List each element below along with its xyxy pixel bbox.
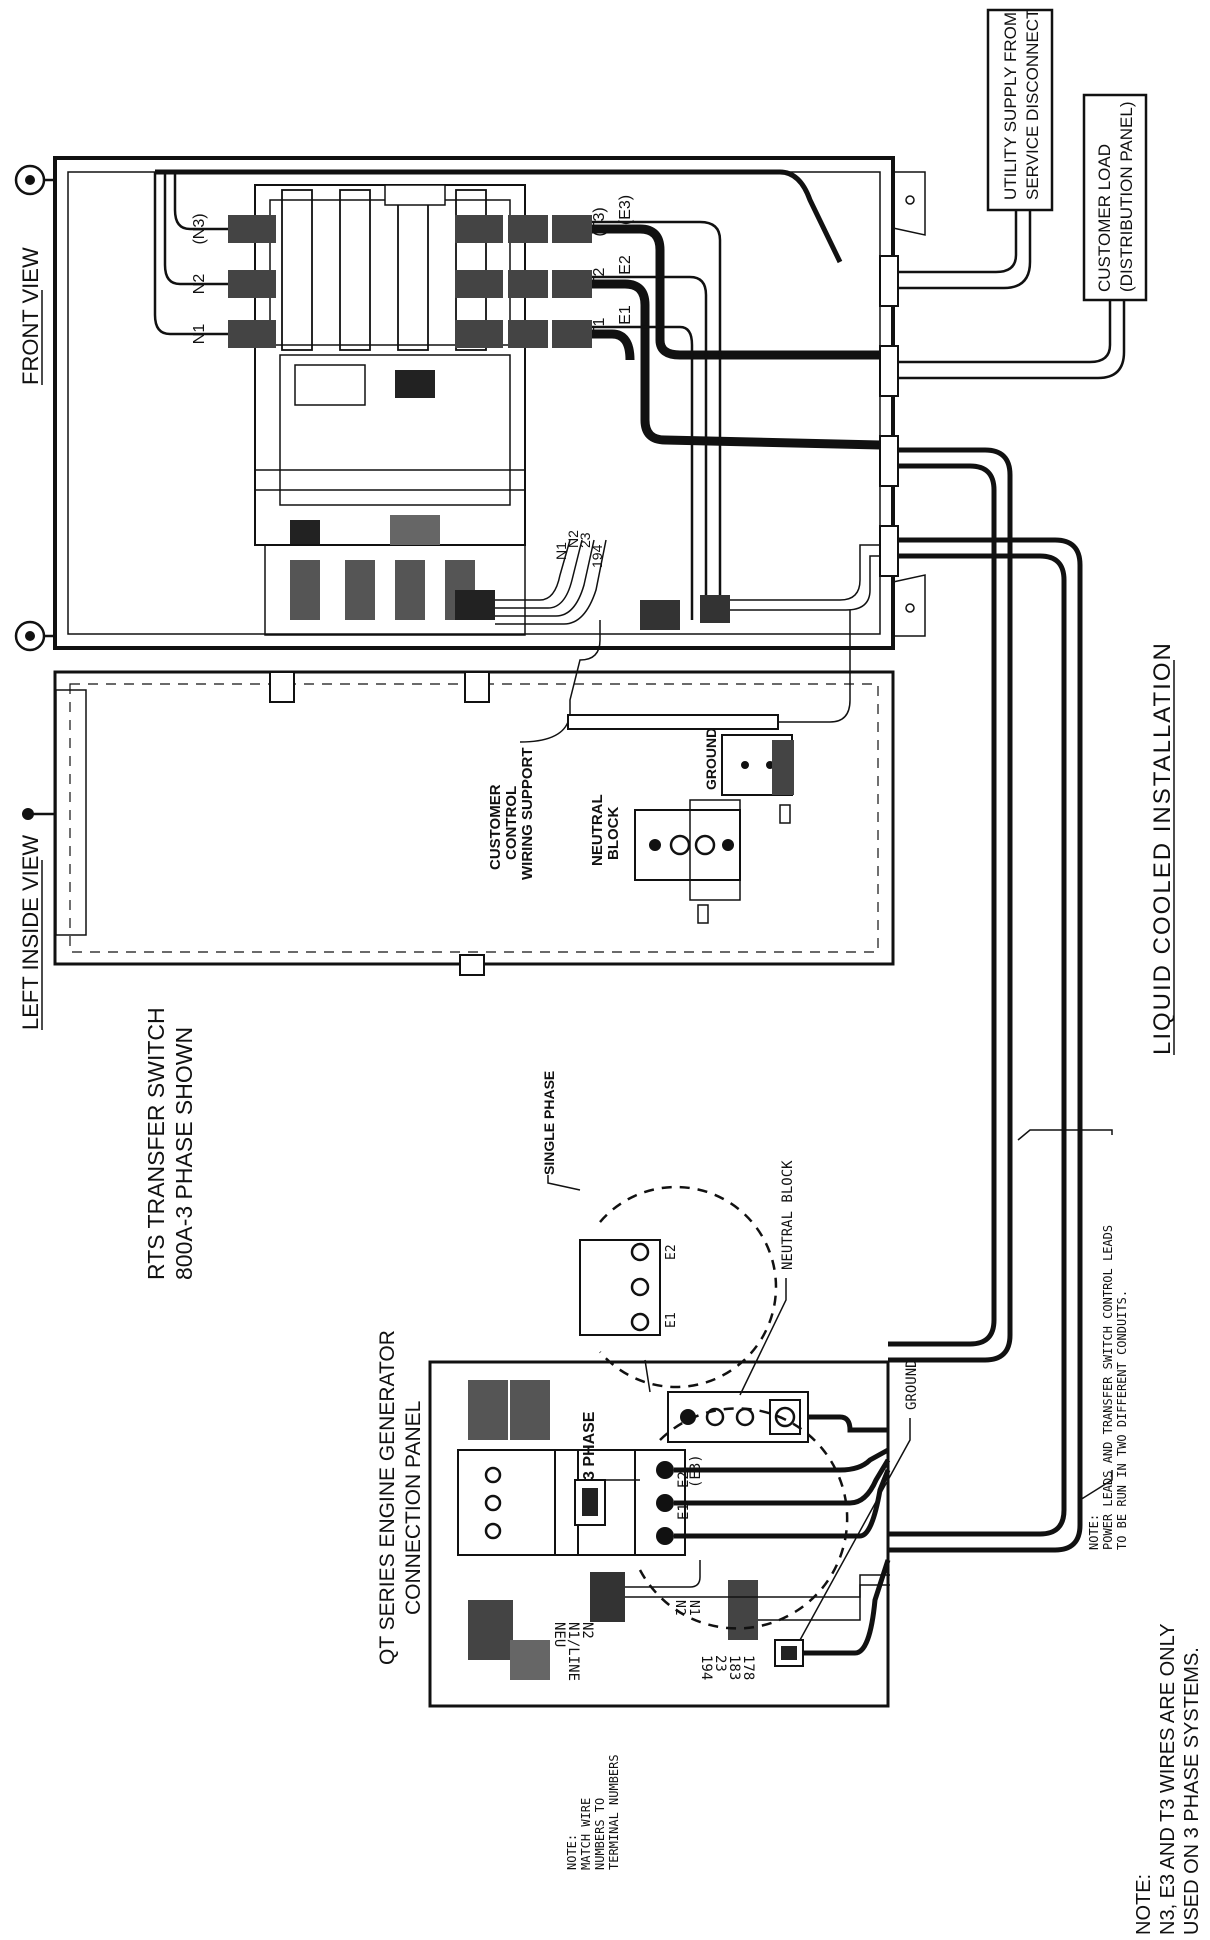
customer-load-line2: (DISTRIBUTION PANEL): [1117, 102, 1136, 292]
neutral-block-label-line1: NEUTRAL: [589, 794, 606, 866]
wire-label-t2: T2: [591, 268, 608, 287]
wire-label-t3: (T3): [591, 207, 608, 236]
utility-supply-box: UTILITY SUPPLY FROM SERVICE DISCONNECT: [986, 9, 1054, 212]
control-wire-194: 194: [589, 544, 605, 568]
neutral-block-gen-label: NEUTRAL BLOCK: [780, 1160, 796, 1270]
liquid-cooled-title: LIQUID COOLED INSTALLATION: [1149, 641, 1176, 1055]
conduit-runs: [888, 210, 1126, 1553]
generator-connection-panel: N2 N1/LINE NEU 194 23 183 178 N1 N2 23 1…: [428, 1360, 891, 1708]
three-phase-label: 3 PHASE: [581, 1411, 598, 1480]
utility-supply-line1: UTILITY SUPPLY FROM: [1001, 12, 1020, 200]
qt-panel-line1: QT SERIES ENGINE GENERATOR: [376, 1330, 399, 1665]
gen-ctrl-23: 23: [712, 1655, 728, 1672]
normal-terminals: [228, 215, 592, 348]
normal-wires: (N3) N2 N1: [153, 169, 843, 345]
note-n3-line1: NOTE:: [1133, 1874, 1155, 1935]
gen-line-n1: N1/LINE: [565, 1622, 581, 1681]
gen-line-neu: NEU: [551, 1622, 567, 1647]
note-power-line2: POWER LEADS AND TRANSFER SWITCH CONTROL …: [1101, 1225, 1115, 1550]
single-phase-e2: E2: [664, 1244, 679, 1260]
front-view-title: FRONT VIEW: [18, 247, 43, 385]
customer-control-line3: WIRING SUPPORT: [519, 747, 536, 880]
three-phase-callout: [638, 1407, 849, 1630]
note-power-line3: TO BE RUN IN TWO DIFFERENT CONDUITS.: [1115, 1290, 1129, 1550]
customer-control-line1: CUSTOMER: [487, 784, 504, 870]
customer-load-box: CUSTOMER LOAD (DISTRIBUTION PANEL): [1082, 93, 1148, 302]
wire-label-e3: (E3): [617, 195, 634, 225]
neutral-block-label-line2: BLOCK: [605, 807, 622, 860]
wire-label-e1: E1: [617, 305, 634, 325]
gen-run-n1: N1: [686, 1600, 701, 1616]
note-match-line2: MATCH WIRE: [579, 1798, 593, 1870]
left-inside-view: CUSTOMER CONTROL WIRING SUPPORT NEUTRAL …: [22, 610, 895, 976]
note-match-line4: TERMINAL NUMBERS: [607, 1754, 621, 1870]
gen-phase-e1: E1: [676, 1503, 692, 1520]
customer-load-line1: CUSTOMER LOAD: [1095, 144, 1114, 292]
single-phase-e1: E1: [664, 1312, 679, 1328]
note-match-line3: NUMBERS TO: [593, 1798, 607, 1870]
control-wire-n2: N2: [565, 530, 581, 548]
load-emergency-wires: (T3) T2 T1 (E3) E2 E1: [591, 195, 881, 620]
gen-ctrl-178: 178: [740, 1655, 756, 1680]
note-power-line1: NOTE:: [1087, 1514, 1101, 1550]
control-components: N1 N2 23 194: [264, 515, 880, 636]
note-n3-line2: N3, E3 AND T3 WIRES ARE ONLY: [1157, 1623, 1179, 1935]
customer-control-line2: CONTROL: [503, 786, 520, 860]
control-wire-n1: N1: [553, 542, 569, 560]
gen-run-n2: N2: [672, 1600, 687, 1616]
wire-label-n2: N2: [191, 274, 208, 295]
wire-label-n1: N1: [191, 324, 208, 345]
ground-gen-label: GROUND: [904, 1359, 920, 1410]
qt-panel-line2: CONNECTION PANEL: [402, 1401, 425, 1615]
rts-switch-line1: RTS TRANSFER SWITCH: [143, 1007, 169, 1280]
single-phase-inset: E1 E2 SINGLE PHASE: [541, 1071, 778, 1393]
note-n3-line3: USED ON 3 PHASE SYSTEMS.: [1181, 1647, 1203, 1935]
left-inside-view-title: LEFT INSIDE VIEW: [18, 835, 43, 1030]
wire-label-t1: T1: [591, 318, 608, 337]
gen-ctrl-194: 194: [698, 1655, 714, 1680]
gen-ctrl-183: 183: [726, 1655, 742, 1680]
wire-label-n3: (N3): [191, 213, 208, 244]
ground-label-switch: GROUND: [703, 728, 719, 790]
single-phase-label: SINGLE PHASE: [541, 1071, 557, 1175]
rts-switch-line2: 800A-3 PHASE SHOWN: [171, 1027, 197, 1280]
utility-supply-line2: SERVICE DISCONNECT: [1023, 9, 1042, 200]
wire-label-e2: E2: [617, 255, 634, 275]
control-wire-23: 23: [577, 532, 593, 548]
gen-phase-e2: E2: [676, 1471, 692, 1488]
note-match-line1: NOTE:: [565, 1834, 579, 1870]
gen-line-n2: N2: [579, 1622, 595, 1639]
